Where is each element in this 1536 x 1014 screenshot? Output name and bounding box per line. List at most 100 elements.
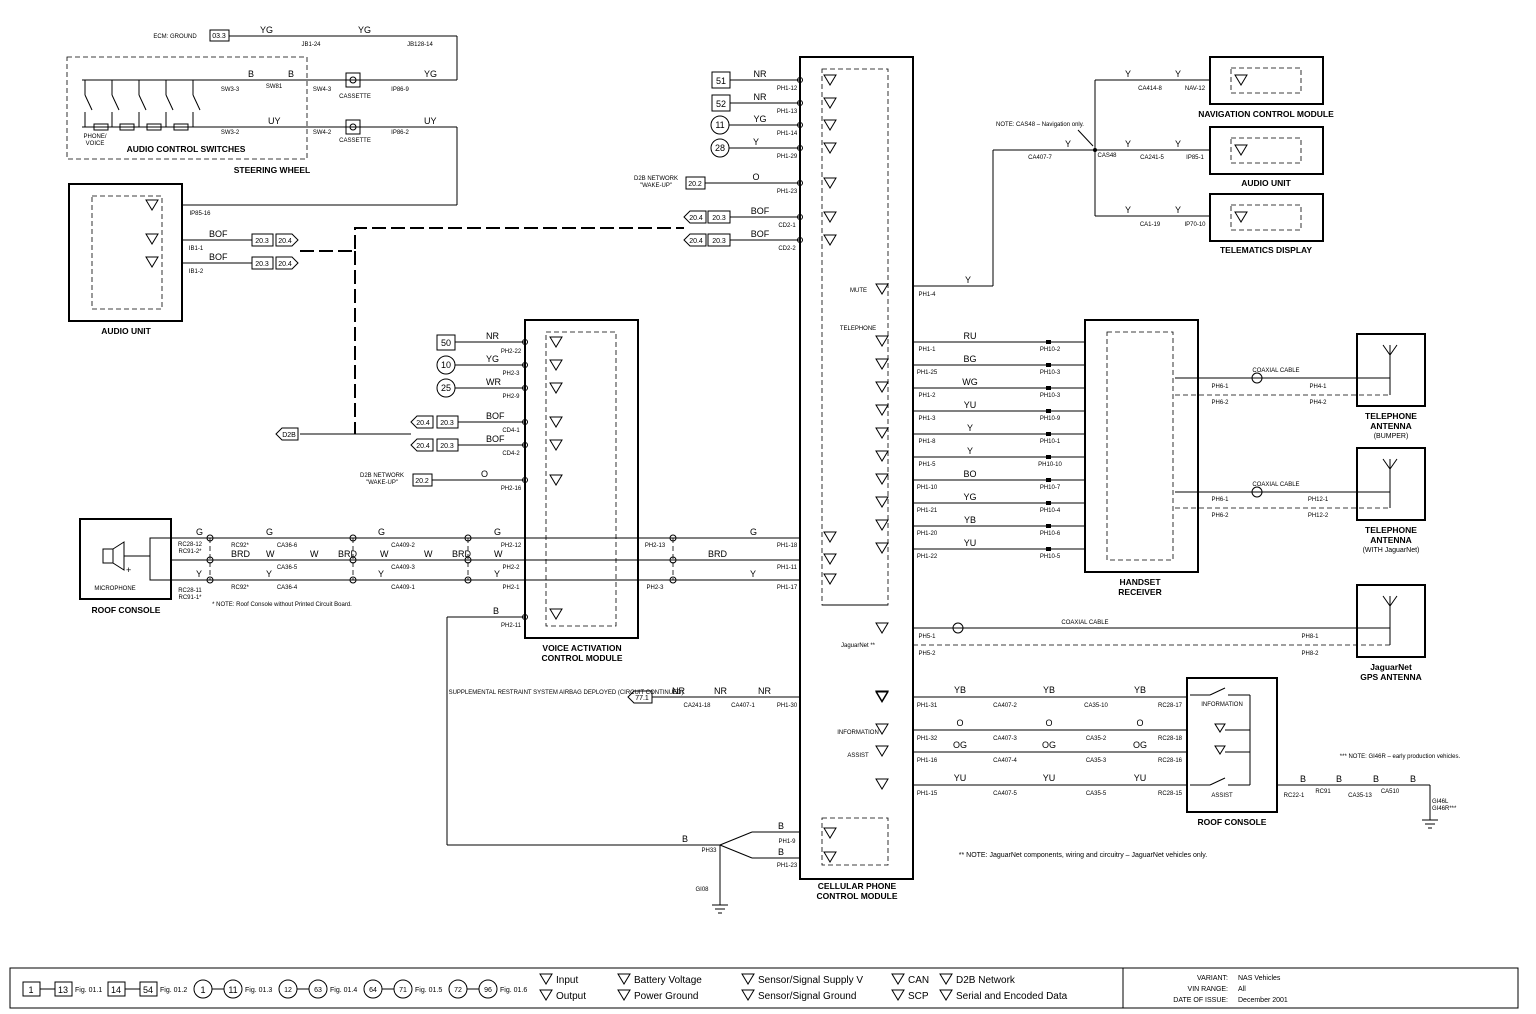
cellular-phone-title: CELLULAR PHONE — [818, 881, 897, 891]
svg-text:PH1-9: PH1-9 — [778, 839, 796, 845]
svg-text:RC91-2*: RC91-2* — [178, 549, 202, 555]
pin-label: PH1-18 — [777, 543, 798, 549]
pin-label: PH1-16 — [917, 758, 938, 764]
svg-text:PHONE/: PHONE/ — [83, 134, 106, 140]
svg-text:VIN RANGE:: VIN RANGE: — [1188, 986, 1229, 993]
svg-text:O: O — [481, 469, 488, 479]
pin-label: PH10-5 — [1040, 554, 1061, 560]
svg-text:O: O — [752, 172, 759, 182]
svg-text:Fig. 01.2: Fig. 01.2 — [160, 987, 187, 994]
svg-text:JB1-24: JB1-24 — [301, 42, 321, 48]
wire-color: BRD — [231, 549, 251, 559]
pin-label: PH10-10 — [1038, 462, 1062, 468]
wire-color: W — [266, 549, 275, 559]
svg-text:INFORMATION: INFORMATION — [1201, 702, 1243, 708]
svg-text:UY: UY — [424, 116, 437, 126]
pin-label: CA409-1 — [391, 585, 415, 591]
svg-text:Y: Y — [1065, 139, 1071, 149]
wire-color: YB — [964, 515, 976, 525]
svg-text:+: + — [126, 565, 131, 575]
svg-text:Battery Voltage: Battery Voltage — [634, 975, 702, 986]
pin-label: PH1-31 — [917, 703, 938, 709]
pin-label: RC92* — [231, 543, 249, 549]
svg-text:Y: Y — [753, 137, 759, 147]
svg-text:12: 12 — [284, 987, 292, 994]
svg-text:CA1-19: CA1-19 — [1140, 222, 1161, 228]
pin-label: PH2-2 — [502, 565, 520, 571]
svg-text:BOF: BOF — [486, 434, 505, 444]
pin-label: CA35-5 — [1086, 791, 1107, 797]
svg-text:AUDIO UNIT: AUDIO UNIT — [101, 326, 151, 336]
wire-color: G — [266, 527, 273, 537]
svg-text:CASSETTE: CASSETTE — [339, 94, 371, 100]
svg-text:71: 71 — [399, 987, 407, 994]
svg-text:PH12-1: PH12-1 — [1308, 497, 1329, 503]
wire-color: Y — [378, 569, 384, 579]
svg-text:Y: Y — [1175, 139, 1181, 149]
svg-text:PH4-1: PH4-1 — [1309, 384, 1327, 390]
svg-text:(BUMPER): (BUMPER) — [1374, 433, 1409, 440]
pin-label: PH1-10 — [917, 485, 938, 491]
svg-text:ROOF CONSOLE: ROOF CONSOLE — [92, 605, 161, 615]
svg-text:PH8-2: PH8-2 — [1301, 651, 1319, 657]
wire-color: G — [750, 527, 757, 537]
svg-text:64: 64 — [369, 987, 377, 994]
wire-color: YB — [954, 685, 966, 695]
wire-color: BG — [963, 354, 976, 364]
svg-text:D2B NETWORK: D2B NETWORK — [360, 473, 404, 479]
svg-text:PH6-1: PH6-1 — [1211, 384, 1229, 390]
wire-color: YU — [964, 400, 977, 410]
svg-text:Sensor/Signal Supply V: Sensor/Signal Supply V — [758, 975, 863, 986]
svg-text:BOF: BOF — [209, 252, 228, 262]
wire-color: W — [494, 549, 503, 559]
svg-text:SW3-3: SW3-3 — [221, 87, 240, 93]
svg-text:YG: YG — [358, 25, 371, 35]
svg-text:JaguarNet: JaguarNet — [1370, 662, 1412, 672]
svg-text:PH12-2: PH12-2 — [1308, 513, 1329, 519]
pin-label: PH1-11 — [777, 565, 798, 571]
svg-text:20.4: 20.4 — [278, 261, 292, 268]
wire-color: OG — [1042, 740, 1056, 750]
svg-text:AUDIO CONTROL SWITCHES: AUDIO CONTROL SWITCHES — [127, 144, 246, 154]
svg-text:CA414-8: CA414-8 — [1138, 86, 1162, 92]
pin-label: CA407-5 — [993, 791, 1017, 797]
svg-text:72: 72 — [454, 987, 462, 994]
pin-label: PH10-7 — [1040, 485, 1061, 491]
svg-text:STEERING WHEEL: STEERING WHEEL — [234, 165, 311, 175]
cpm-pin-icons — [797, 74, 837, 246]
svg-text:SUPPLEMENTAL RESTRAINT SYSTEM: SUPPLEMENTAL RESTRAINT SYSTEM AIRBAG DEP… — [449, 690, 684, 696]
pin-label: PH1-22 — [917, 554, 938, 560]
svg-text:YG: YG — [753, 114, 766, 124]
svg-text:50: 50 — [441, 338, 451, 348]
svg-text:WR: WR — [486, 377, 501, 387]
audio-unit-left: AUDIO UNIT IP85-16 BOF IB1-1 20.3 20.4 B… — [68, 183, 457, 336]
svg-text:PH2-22: PH2-22 — [501, 349, 522, 355]
svg-text:DATE OF ISSUE:: DATE OF ISSUE: — [1173, 997, 1228, 1004]
cellular-phone-module: CELLULAR PHONE CONTROL MODULE — [799, 56, 914, 901]
svg-text:20.3: 20.3 — [255, 238, 269, 245]
svg-text:December 2001: December 2001 — [1238, 997, 1288, 1004]
pin-label: PH10-6 — [1040, 531, 1061, 537]
wire-color: RU — [964, 331, 977, 341]
svg-text:96: 96 — [484, 987, 492, 994]
svg-text:NR: NR — [486, 331, 499, 341]
svg-text:B: B — [778, 847, 784, 857]
svg-text:IP85-16: IP85-16 — [189, 211, 211, 217]
svg-text:20.4: 20.4 — [278, 238, 292, 245]
svg-text:PH2-9: PH2-9 — [502, 394, 520, 400]
svg-text:COAXIAL CABLE: COAXIAL CABLE — [1061, 620, 1108, 626]
svg-text:BOF: BOF — [486, 411, 505, 421]
svg-text:Fig. 01.5: Fig. 01.5 — [415, 987, 442, 994]
svg-text:MUTE: MUTE — [850, 288, 867, 294]
svg-text:B: B — [288, 69, 294, 79]
svg-text:14: 14 — [111, 985, 121, 995]
svg-text:JB128-14: JB128-14 — [407, 42, 433, 48]
svg-text:1: 1 — [200, 985, 205, 995]
